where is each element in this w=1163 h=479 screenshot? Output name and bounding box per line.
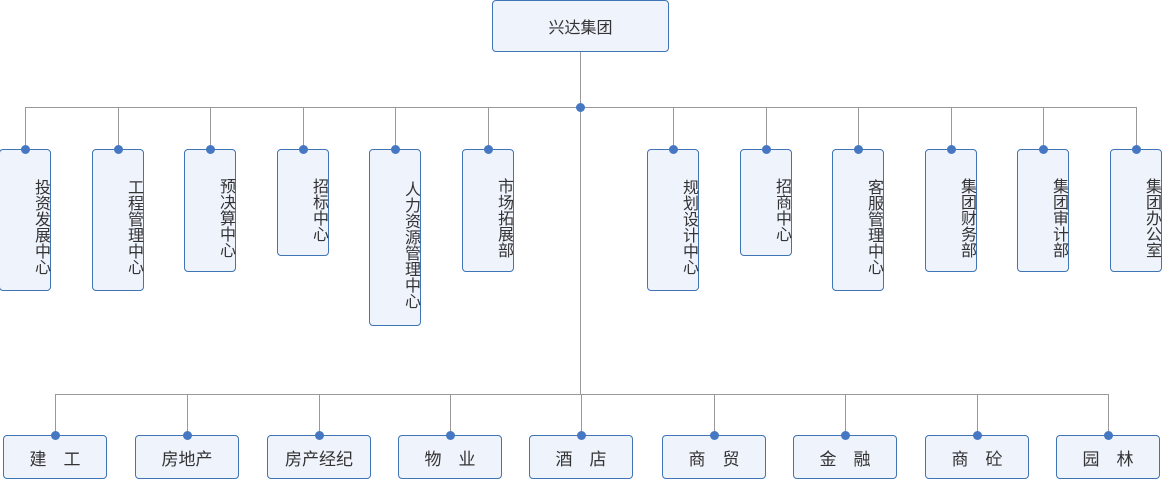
junction-dot bbox=[576, 102, 585, 112]
subsidiary-label: 园 林 bbox=[1082, 449, 1134, 470]
department-node[interactable]: 工程管理中心 bbox=[92, 149, 144, 291]
department-label: 预决算中心 bbox=[217, 177, 236, 258]
department-node[interactable]: 投资发展中心 bbox=[0, 149, 51, 291]
department-label: 客服管理中心 bbox=[865, 179, 884, 275]
department-label: 人力资源管理中心 bbox=[402, 180, 421, 309]
root-label: 兴达集团 bbox=[548, 18, 613, 37]
department-anchor-dot bbox=[391, 144, 400, 154]
department-label: 工程管理中心 bbox=[125, 179, 144, 275]
subsidiary-label: 房产经纪 bbox=[285, 449, 353, 470]
subsidiary-node[interactable]: 酒 店 bbox=[529, 435, 633, 479]
department-node[interactable]: 市场拓展部 bbox=[462, 149, 514, 272]
subsidiary-anchor-dot bbox=[1104, 430, 1113, 440]
department-node[interactable]: 规划设计中心 bbox=[647, 149, 699, 291]
department-anchor-dot bbox=[21, 144, 30, 154]
subsidiary-label: 金 融 bbox=[819, 449, 871, 470]
subsidiary-anchor-dot bbox=[973, 430, 982, 440]
department-label: 规划设计中心 bbox=[680, 179, 699, 275]
subsidiary-label: 建 工 bbox=[29, 449, 81, 470]
department-label: 投资发展中心 bbox=[32, 179, 51, 275]
subsidiary-node[interactable]: 园 林 bbox=[1056, 435, 1160, 479]
department-label: 集团办公室 bbox=[1143, 177, 1162, 258]
department-anchor-dot bbox=[299, 144, 308, 154]
subsidiary-node[interactable]: 金 融 bbox=[793, 435, 897, 479]
department-label: 市场拓展部 bbox=[495, 177, 514, 258]
department-anchor-dot bbox=[1039, 144, 1048, 154]
department-label: 集团财务部 bbox=[958, 177, 977, 258]
subsidiary-label: 商 贸 bbox=[688, 449, 740, 470]
department-node[interactable]: 集团财务部 bbox=[925, 149, 977, 272]
department-label: 招标中心 bbox=[310, 177, 329, 242]
subsidiary-anchor-dot bbox=[315, 430, 324, 440]
department-anchor-dot bbox=[206, 144, 215, 154]
subsidiary-anchor-dot bbox=[446, 430, 455, 440]
subsidiary-node[interactable]: 建 工 bbox=[3, 435, 107, 479]
subsidiary-label: 物 业 bbox=[424, 449, 476, 470]
subsidiary-node[interactable]: 商 贸 bbox=[662, 435, 766, 479]
department-node[interactable]: 预决算中心 bbox=[184, 149, 236, 272]
subsidiary-anchor-dot bbox=[183, 430, 192, 440]
department-anchor-dot bbox=[947, 144, 956, 154]
department-node[interactable]: 招商中心 bbox=[740, 149, 792, 256]
subsidiary-node[interactable]: 房地产 bbox=[135, 435, 239, 479]
subsidiary-node[interactable]: 商 砼 bbox=[925, 435, 1029, 479]
subsidiary-label: 酒 店 bbox=[555, 449, 607, 470]
root-node[interactable]: 兴达集团 bbox=[492, 0, 669, 52]
department-node[interactable]: 集团审计部 bbox=[1017, 149, 1069, 272]
department-node[interactable]: 集团办公室 bbox=[1110, 149, 1162, 272]
department-node[interactable]: 客服管理中心 bbox=[832, 149, 884, 291]
department-anchor-dot bbox=[762, 144, 771, 154]
subsidiary-anchor-dot bbox=[51, 430, 60, 440]
department-anchor-dot bbox=[854, 144, 863, 154]
department-label: 集团审计部 bbox=[1050, 177, 1069, 258]
department-anchor-dot bbox=[669, 144, 678, 154]
subsidiary-label: 商 砼 bbox=[951, 449, 1003, 470]
department-anchor-dot bbox=[114, 144, 123, 154]
subsidiary-anchor-dot bbox=[841, 430, 850, 440]
subsidiary-node[interactable]: 房产经纪 bbox=[267, 435, 371, 479]
subsidiary-label: 房地产 bbox=[161, 449, 213, 470]
subsidiary-anchor-dot bbox=[577, 430, 586, 440]
subsidiary-node[interactable]: 物 业 bbox=[398, 435, 502, 479]
department-anchor-dot bbox=[1132, 144, 1141, 154]
subsidiary-anchor-dot bbox=[710, 430, 719, 440]
department-label: 招商中心 bbox=[773, 177, 792, 242]
department-node[interactable]: 人力资源管理中心 bbox=[369, 149, 421, 326]
department-node[interactable]: 招标中心 bbox=[277, 149, 329, 256]
department-anchor-dot bbox=[484, 144, 493, 154]
